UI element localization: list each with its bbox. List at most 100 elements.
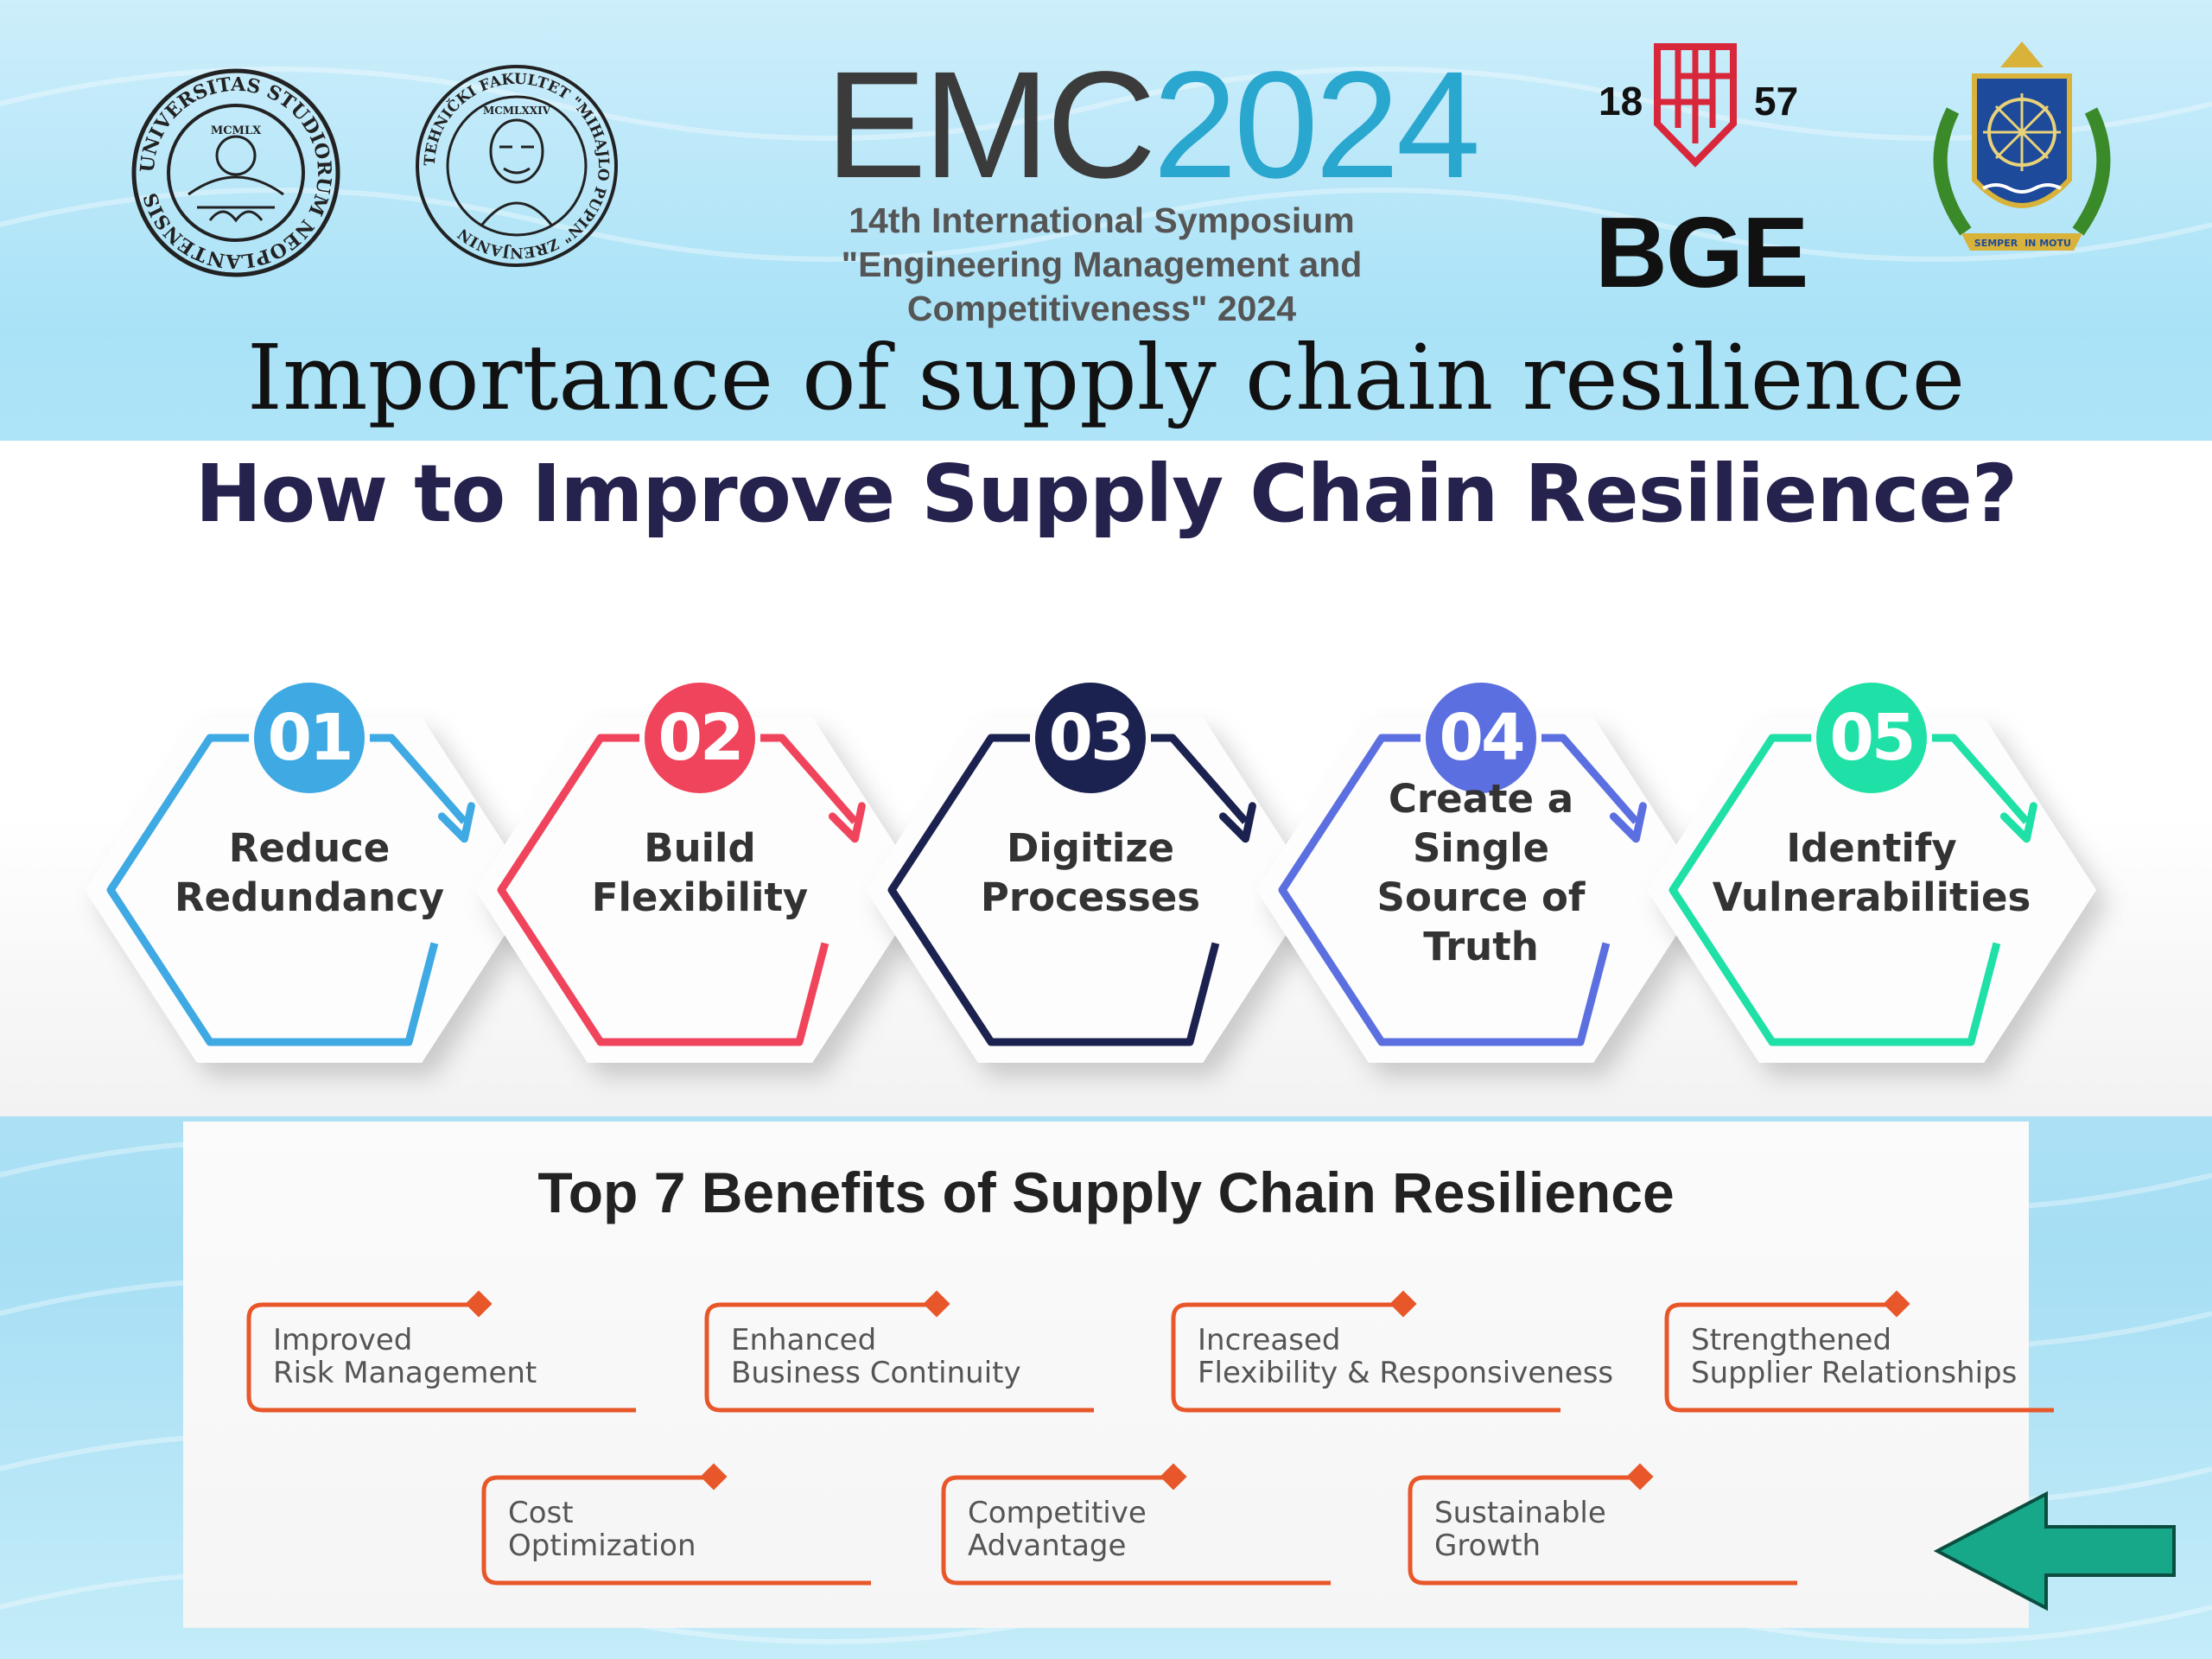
step-number: 02	[658, 701, 745, 775]
bge-year-left: 18	[1599, 79, 1643, 124]
benefit-frame	[941, 1475, 1331, 1586]
step-label-line: Flexibility	[591, 874, 809, 920]
step-hexagon-2	[475, 683, 925, 1063]
step-outline	[106, 734, 467, 1046]
step-label-line: Processes	[980, 874, 1201, 920]
benefit-frame	[481, 1475, 871, 1586]
benefit-line: Growth	[1434, 1529, 1541, 1563]
benefit-diamond-icon	[465, 1290, 493, 1318]
benefits-panel	[183, 1122, 2029, 1628]
improve-steps-diagram	[85, 683, 2096, 1063]
slide-title: Importance of supply chain resilience	[246, 325, 1966, 430]
step-outline	[1278, 734, 1639, 1046]
svg-text:IN MOTU: IN MOTU	[2024, 238, 2071, 249]
coat-of-arms-logo: SEMPER IN MOTU	[1933, 41, 2111, 251]
benefit-line: Competitive	[968, 1496, 1147, 1530]
benefit-line: Flexibility & Responsiveness	[1198, 1356, 1614, 1390]
step-label-line: Single	[1412, 825, 1550, 871]
step-number-badge	[1816, 683, 1927, 793]
benefit-frame	[246, 1302, 636, 1413]
step-label-line: Build	[644, 825, 756, 871]
svg-text:SEMPER: SEMPER	[1974, 238, 2018, 249]
benefit-line: Enhanced	[731, 1323, 877, 1357]
benefit-frame	[1664, 1302, 2054, 1413]
benefit-line: Risk Management	[273, 1356, 537, 1390]
benefit-frame	[1171, 1302, 1560, 1413]
benefit-line: Optimization	[508, 1529, 696, 1563]
conference-logo-text: EMC2024	[825, 48, 1481, 203]
step-label-line: Source of	[1376, 874, 1586, 920]
step-hexagon-4	[1256, 683, 1706, 1063]
step-number: 01	[267, 701, 354, 775]
conference-name-prefix: EMC	[825, 41, 1156, 210]
conference-name-year: 2024	[1153, 41, 1481, 210]
step-label-line: Identify	[1786, 825, 1957, 871]
step-number-badge	[1035, 683, 1146, 793]
step-arrow-icon	[1609, 802, 1647, 843]
improve-heading: How to Improve Supply Chain Resilience?	[194, 448, 2018, 540]
conference-subtitle-line: Competitiveness" 2024	[906, 289, 1297, 328]
bge-year-right: 57	[1754, 79, 1799, 124]
benefit-diamond-icon	[1883, 1290, 1910, 1318]
step-number-badge	[1426, 683, 1536, 793]
step-number: 03	[1048, 701, 1135, 775]
benefit-line: Sustainable	[1434, 1496, 1606, 1530]
back-arrow-icon[interactable]	[1934, 1491, 2176, 1611]
benefit-diamond-icon	[1626, 1463, 1654, 1491]
university-seal-logo: UNIVERSITAS STUDIORUM NEOPLANTENSIS MCML…	[131, 68, 340, 277]
faculty-seal-logo: TEHNIČKI FAKULTET "MIHAJLO PUPIN" ZRENJA…	[416, 65, 618, 267]
step-number: 04	[1439, 701, 1526, 775]
benefit-line: Strengthened	[1691, 1323, 1892, 1357]
step-hexagon-3	[866, 683, 1315, 1063]
svg-text:MCMLX: MCMLX	[211, 124, 262, 137]
step-number-badge	[254, 683, 365, 793]
step-label-line: Redundancy	[174, 874, 445, 920]
svg-text:MCMLXXIV: MCMLXXIV	[483, 105, 551, 117]
conference-subtitle: 14th International Symposium "Engineerin…	[817, 199, 1387, 331]
step-number: 05	[1829, 701, 1916, 775]
step-hexagon-5	[1647, 683, 2096, 1063]
step-label-line: Vulnerabilities	[1712, 874, 2031, 920]
benefit-line: Advantage	[968, 1529, 1127, 1563]
benefit-line: Supplier Relationships	[1691, 1356, 2018, 1390]
step-arrow-icon	[828, 802, 866, 843]
step-label-line: Reduce	[228, 825, 391, 871]
step-label-line: Digitize	[1006, 825, 1175, 871]
step-label-line: Truth	[1423, 924, 1539, 969]
step-hexagon-1	[85, 683, 534, 1063]
step-number-badge	[645, 683, 755, 793]
benefit-frame	[1408, 1475, 1797, 1586]
benefit-line: Cost	[508, 1496, 574, 1530]
step-outline	[887, 734, 1249, 1046]
conference-subtitle-line: "Engineering Management and	[841, 245, 1363, 284]
step-arrow-icon	[1999, 802, 2037, 843]
benefit-diamond-icon	[923, 1290, 950, 1318]
step-label-line: Create a	[1388, 776, 1574, 822]
benefit-diamond-icon	[700, 1463, 728, 1491]
step-arrow-icon	[437, 802, 475, 843]
conference-subtitle-line: 14th International Symposium	[849, 200, 1355, 240]
benefit-line: Business Continuity	[731, 1356, 1021, 1390]
benefit-diamond-icon	[1160, 1463, 1187, 1491]
step-outline	[497, 734, 858, 1046]
bge-shield-icon	[1654, 43, 1737, 168]
benefit-line: Increased	[1198, 1323, 1341, 1357]
benefit-line: Improved	[273, 1323, 413, 1357]
bge-label: BGE	[1595, 196, 1808, 308]
benefit-frame	[704, 1302, 1094, 1413]
benefits-heading: Top 7 Benefits of Supply Chain Resilienc…	[537, 1160, 1675, 1224]
step-outline	[1669, 734, 2030, 1046]
